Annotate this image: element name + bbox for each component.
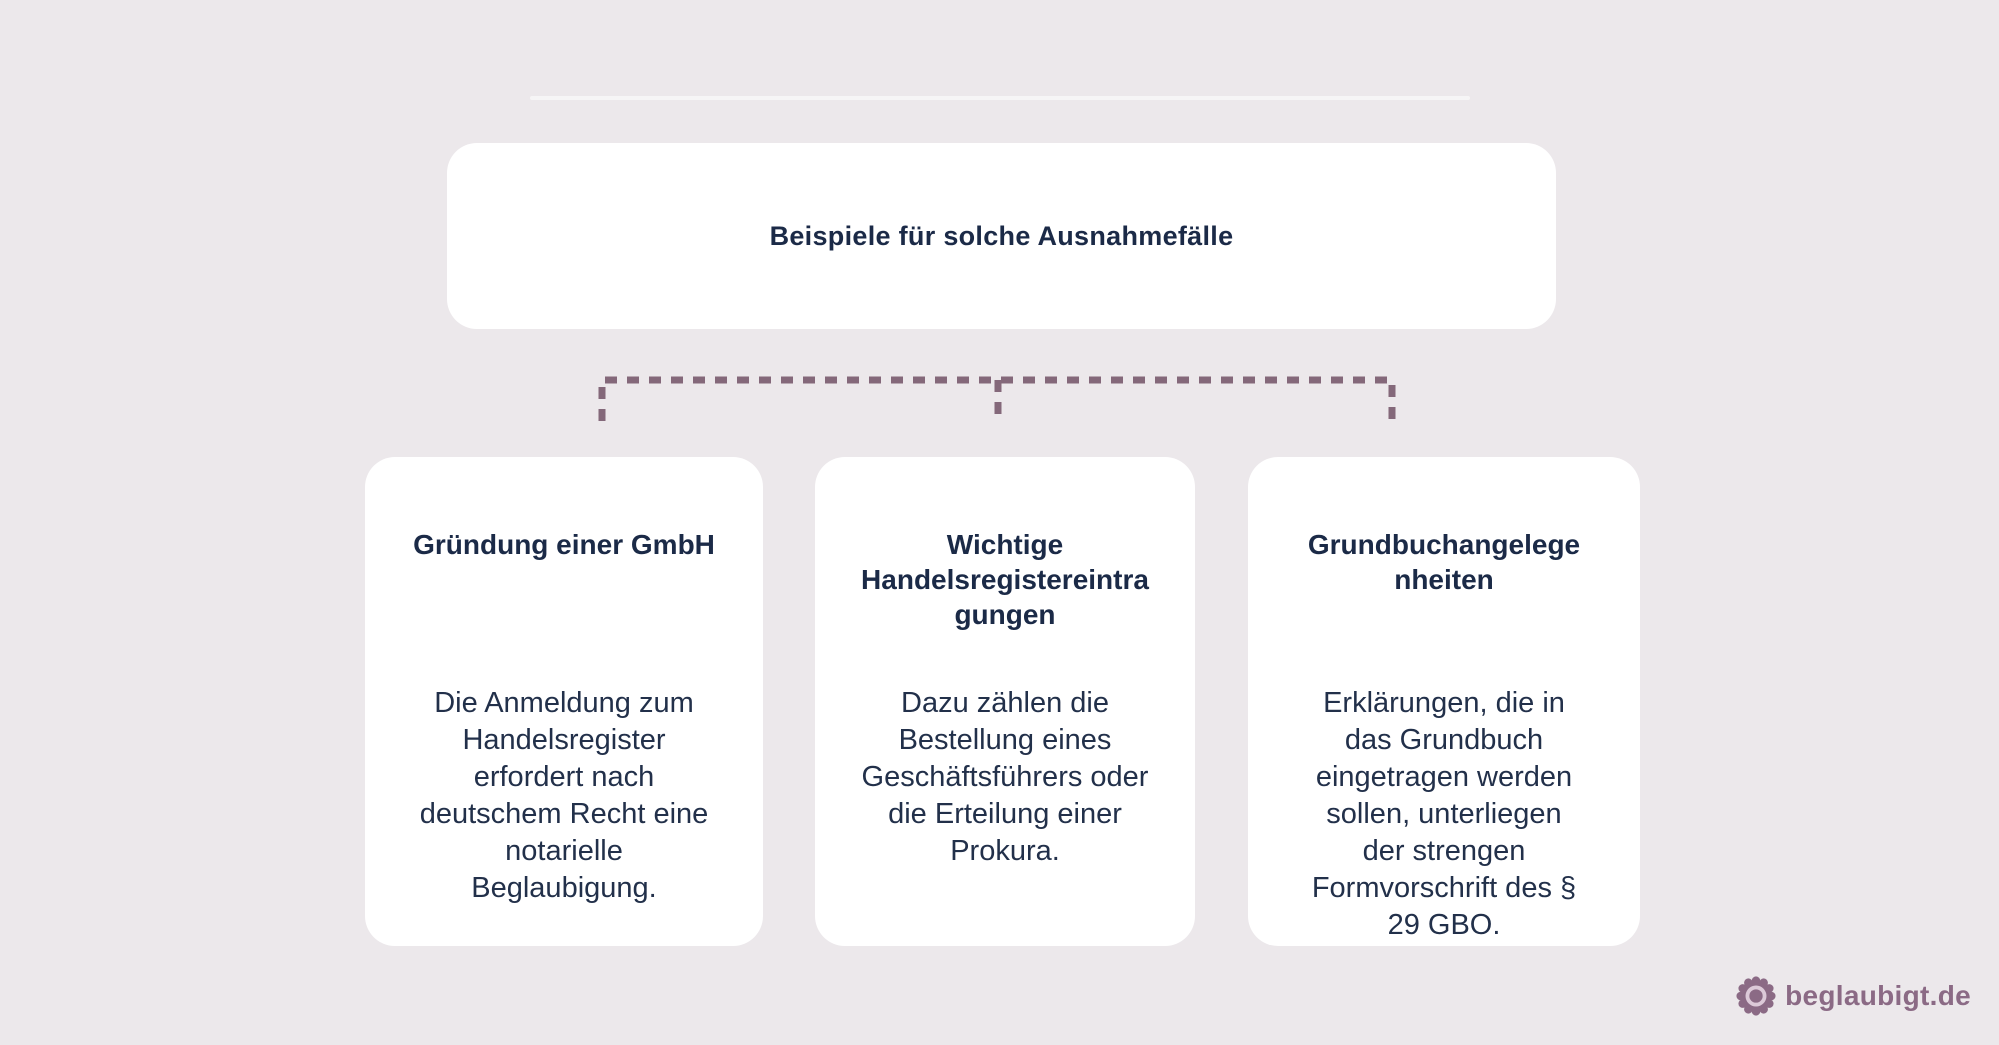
card-title: Wichtige Handelsregistereintra gungen bbox=[861, 529, 1149, 630]
page-title: Beispiele für solche Ausnahmefälle bbox=[769, 221, 1234, 251]
card-grundbuchangelegenheiten: Grundbuchangelege nheiten Erklärungen, d… bbox=[1248, 457, 1640, 946]
card-title: Gründung einer GmbH bbox=[413, 529, 715, 560]
title-box: Beispiele für solche Ausnahmefälle bbox=[447, 143, 1556, 329]
seal-badge-icon bbox=[1736, 976, 1776, 1016]
connector-dashed-lines bbox=[598, 376, 1396, 421]
brand-name: beglaubigt.de bbox=[1785, 980, 1971, 1011]
card-body: Dazu zählen die Bestellung eines Geschäf… bbox=[861, 687, 1149, 867]
card-body: Die Anmeldung zum Handelsregister erford… bbox=[419, 687, 709, 904]
card-gruendung-gmbh: Gründung einer GmbH Die Anmeldung zum Ha… bbox=[365, 457, 763, 946]
brand-logo: beglaubigt.de bbox=[1735, 973, 1971, 1019]
ghost-card-top-edge bbox=[530, 96, 1470, 100]
card-body: Erklärungen, die in das Grundbuch einget… bbox=[1311, 687, 1577, 941]
card-handelsregistereintragungen: Wichtige Handelsregistereintra gungen Da… bbox=[815, 457, 1195, 946]
card-title: Grundbuchangelege nheiten bbox=[1307, 529, 1581, 595]
